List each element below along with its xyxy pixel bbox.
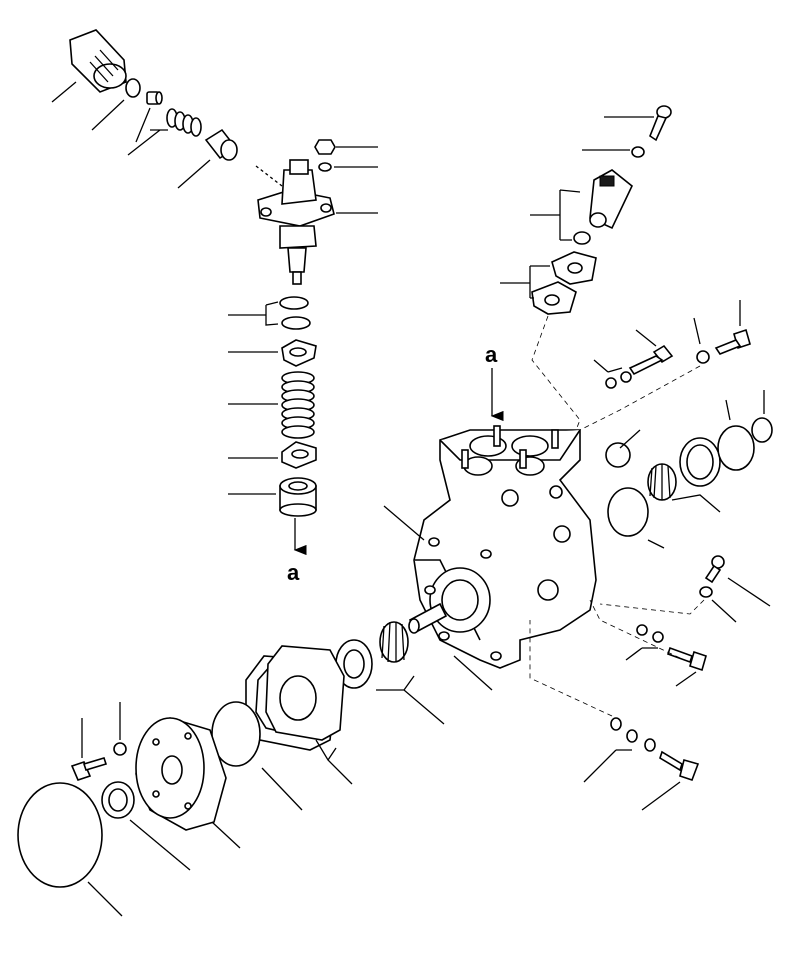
cap-sleeve <box>204 128 238 161</box>
washer <box>626 729 638 743</box>
leader-bracket <box>315 739 353 785</box>
leader-bracket <box>376 675 445 725</box>
tappet <box>279 477 317 517</box>
oil-seal <box>101 781 135 819</box>
washer <box>636 624 648 636</box>
cap-spring <box>166 108 202 137</box>
leader-line <box>671 494 721 513</box>
leader-line <box>711 599 737 623</box>
lower-spring-seat <box>281 441 317 469</box>
leader-line <box>51 81 77 103</box>
leader-bracket <box>228 301 279 326</box>
bolt-d <box>659 750 700 782</box>
leader-line <box>211 821 241 849</box>
rear-seal <box>751 417 773 443</box>
large-o-ring <box>17 782 103 888</box>
washer <box>696 350 710 364</box>
sensor-body <box>589 169 633 230</box>
assembly-path <box>599 599 705 615</box>
pump-housing: a <box>383 342 597 691</box>
bolt-c <box>666 646 707 672</box>
leader-bracket <box>583 749 632 783</box>
leader-line <box>383 505 425 541</box>
sensor-o-ring <box>573 231 591 245</box>
washer <box>652 631 664 643</box>
plunger-spring <box>281 371 315 439</box>
banjo-bolt <box>649 105 672 142</box>
washer <box>620 371 632 383</box>
hex-nut <box>314 139 336 155</box>
screw-small <box>704 555 725 584</box>
cap-o-ring <box>125 78 141 98</box>
leader-bracket <box>625 647 658 661</box>
washer <box>318 162 332 172</box>
sensor-gasket-upper <box>551 251 597 285</box>
leader-line <box>261 767 303 811</box>
front-bearing-cup <box>335 639 373 689</box>
rear-shim <box>717 425 755 471</box>
bolt-b <box>714 328 751 355</box>
leader-line <box>635 329 657 347</box>
front-cover <box>135 717 227 831</box>
right-lower-fasteners <box>529 555 771 811</box>
rear-bearing-cup <box>679 437 721 487</box>
cover-bolt <box>70 757 108 781</box>
washer <box>644 738 656 752</box>
view-label-top: a <box>485 342 498 367</box>
leader-line <box>619 429 641 449</box>
assembly-path <box>589 599 681 659</box>
leader-line <box>725 399 731 421</box>
drive-shaft <box>408 602 448 634</box>
front-bearing-cone <box>379 621 409 663</box>
front-plate <box>265 645 345 741</box>
rear-bearing-cone <box>647 463 677 501</box>
leader-line <box>675 671 697 687</box>
top-left-cap-group <box>51 29 238 189</box>
bolt-washer <box>631 146 645 158</box>
washer <box>610 717 622 731</box>
leader-bracket <box>530 189 581 241</box>
assembly-path <box>529 620 613 717</box>
bolt-a <box>628 344 674 376</box>
leader-line <box>641 781 681 811</box>
leader-line <box>727 577 771 607</box>
pump-element-group: a <box>228 139 378 585</box>
front-cover-group <box>17 621 445 917</box>
right-bolts-group <box>559 300 773 549</box>
rear-large-o-ring <box>607 487 649 537</box>
leader-line <box>91 99 125 131</box>
view-label-bottom: a <box>287 560 300 585</box>
leader-line <box>177 159 211 189</box>
o-ring-pair <box>279 296 311 330</box>
leader-line <box>255 165 283 187</box>
leader-line <box>87 881 123 917</box>
washer <box>605 377 617 389</box>
rear-o-ring <box>605 442 631 468</box>
leader-line <box>453 655 493 691</box>
small-valve <box>146 91 163 105</box>
sensor-gasket-lower <box>531 281 577 315</box>
leader-bracket <box>127 107 168 156</box>
washer <box>113 742 127 756</box>
leader-line <box>129 819 191 871</box>
washer <box>699 586 713 598</box>
leader-line <box>647 539 665 549</box>
leader-bracket <box>500 265 550 299</box>
pump-element-flange <box>257 159 335 285</box>
assembly-path <box>531 315 581 471</box>
leader-bracket <box>593 359 623 373</box>
sensor-group <box>500 105 672 471</box>
cap-fitting <box>69 29 127 93</box>
leader-line <box>693 317 701 345</box>
upper-spring-seat <box>281 339 317 367</box>
